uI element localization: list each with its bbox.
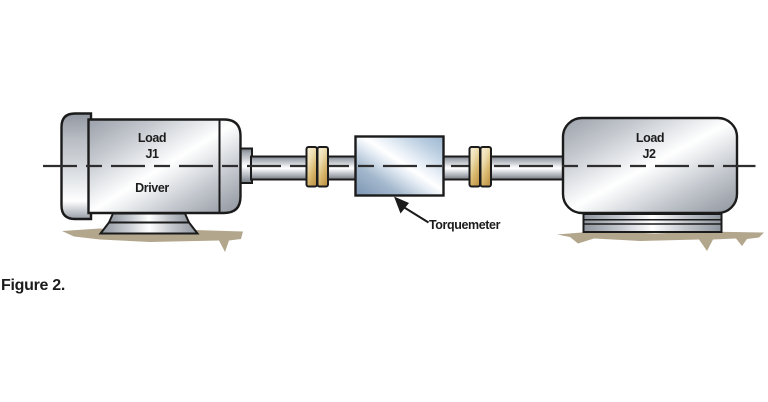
load-machine-base bbox=[582, 213, 723, 233]
drive-shaft-right bbox=[441, 155, 565, 181]
driver-pedestal-skirt bbox=[98, 221, 200, 235]
drive-shaft-left bbox=[250, 155, 358, 181]
driver-pedestal-plate bbox=[107, 212, 191, 224]
ground-right bbox=[557, 231, 764, 251]
load-machine-inertia-label: J2 bbox=[642, 147, 656, 161]
driver-load-label: Load bbox=[137, 131, 167, 145]
load-machine-load-label: Load bbox=[635, 131, 665, 145]
driver-inertia-label: J1 bbox=[145, 147, 159, 161]
coupling-left bbox=[305, 146, 329, 188]
driver-role-label: Driver bbox=[135, 181, 169, 195]
torquemeter-arrow bbox=[394, 196, 430, 224]
coupling-right bbox=[468, 146, 492, 188]
torquemeter-label: Torquemeter bbox=[429, 218, 501, 232]
figure-caption: Figure 2. bbox=[1, 277, 65, 294]
